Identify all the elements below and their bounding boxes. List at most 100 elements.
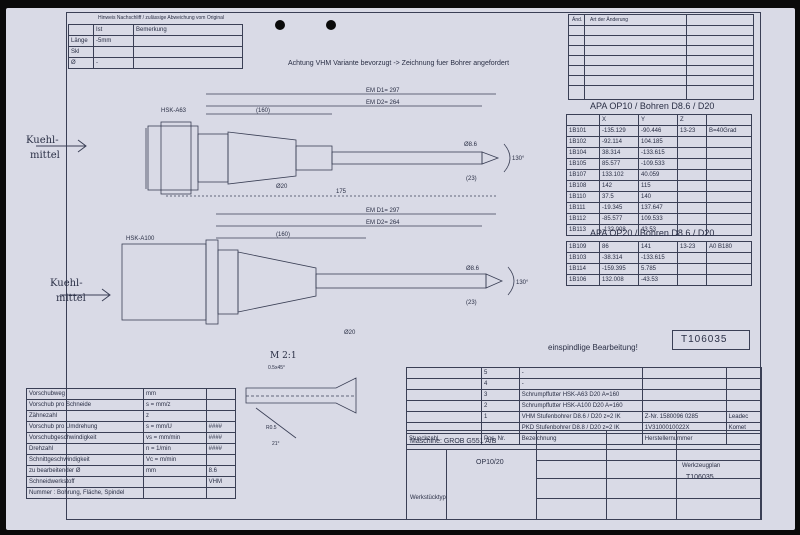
param-label: Nummer : Bohrung, Fläche, Spindel xyxy=(26,487,144,499)
op10-cell: -135.129 xyxy=(599,125,639,137)
op20-cell: 1B109 xyxy=(566,241,600,253)
row-label: Skl xyxy=(68,46,94,58)
em1-label: EM D1= 297 xyxy=(366,88,400,94)
title-block xyxy=(406,430,762,520)
row-label: Ø xyxy=(68,57,94,69)
machine-label: Maschine: GROB G551 A/B xyxy=(410,438,497,445)
op10-cell: -85.577 xyxy=(599,213,639,225)
op10-cell: 85.577 xyxy=(599,158,639,170)
op10-cell xyxy=(706,169,752,181)
param-value xyxy=(205,388,237,400)
parts-row: 4- xyxy=(406,378,763,390)
arrow-icon xyxy=(36,139,87,153)
op10-cell: 1B108 xyxy=(566,180,600,192)
op10-cell: 40.059 xyxy=(638,169,678,181)
op10-cell: -92.114 xyxy=(599,136,639,148)
op10-cell xyxy=(706,224,752,236)
num-cell xyxy=(641,389,727,401)
upper-tool-drawing: EM D1= 297 EM D2= 264 HSK-A63 (160) 175 … xyxy=(145,88,525,197)
col-x: X xyxy=(599,114,639,126)
param-label: Schneidwerkstoff xyxy=(26,476,144,488)
op10-cell: 104.185 xyxy=(638,136,678,148)
param-label: Vorschub pro Umdrehung xyxy=(26,421,144,433)
maker-cell: Leadec xyxy=(725,411,763,423)
op10-cell xyxy=(677,158,707,170)
pos-cell: 3 xyxy=(481,389,520,401)
op20-cell: 141 xyxy=(638,241,678,253)
em2-label: EM D2= 264 xyxy=(366,100,400,106)
bez-cell: - xyxy=(518,367,643,379)
werkzeugplan-label: Werkzeugplan xyxy=(682,463,721,469)
em2-label: EM D2= 264 xyxy=(366,220,400,226)
change-block xyxy=(568,14,754,100)
op10-cell: 133.102 xyxy=(599,169,639,181)
param-row: Nummer : Bohrung, Fläche, Spindel xyxy=(26,487,237,499)
param-unit: vs = mm/min xyxy=(143,432,207,444)
bez-cell: Schrumpffutter HSK-A63 D20 A=160 xyxy=(518,389,643,401)
op10-cell: 1B110 xyxy=(566,191,600,203)
param-value: #### xyxy=(205,432,237,444)
len23-label: (23) xyxy=(466,176,477,182)
op20-cell xyxy=(706,274,752,286)
param-value: VHM xyxy=(205,476,237,488)
op20-cell xyxy=(677,252,707,264)
parts-header-pos: Pos. Nr. xyxy=(481,433,520,445)
param-label: Drehzahl xyxy=(26,443,144,455)
op10-cell xyxy=(677,202,707,214)
change-col: Änd. xyxy=(572,17,583,23)
op10-cell xyxy=(706,136,752,148)
bez-cell: - xyxy=(518,378,643,390)
stueck-cell xyxy=(406,389,482,401)
num-cell xyxy=(641,400,727,412)
len160-label: (160) xyxy=(276,232,290,238)
num-cell xyxy=(641,378,727,390)
op20-cell: 86 xyxy=(599,241,639,253)
punch-hole xyxy=(275,20,285,30)
param-label: Vorschub pro Schneide xyxy=(26,399,144,411)
param-unit: mm xyxy=(143,465,207,477)
op10-title: APA OP10 / Bohren D8.6 / D20 xyxy=(590,101,715,111)
op10-cell: 38.314 xyxy=(599,147,639,159)
op10-cell: 142 xyxy=(599,180,639,192)
op20-cell: -38.314 xyxy=(599,252,639,264)
angle-label: 130° xyxy=(516,280,529,286)
stueck-cell xyxy=(406,367,482,379)
len160-label: (160) xyxy=(256,108,270,114)
op20-cell xyxy=(677,263,707,275)
op10-cell: 1B102 xyxy=(566,136,600,148)
pos-cell: 1 xyxy=(481,411,520,423)
parts-header-bez: Bezeichnung xyxy=(518,433,643,445)
dia20-label: Ø20 xyxy=(276,184,288,190)
param-label: Schnittgeschwindigkeit xyxy=(26,454,144,466)
op20-cell: 132.008 xyxy=(599,274,639,286)
pos-cell: 2 xyxy=(481,400,520,412)
num-cell: Z-Nr. 1580096 0285 xyxy=(641,411,727,423)
kuehl-label: mittel xyxy=(56,293,86,304)
pos-cell: 4 xyxy=(481,378,520,390)
len23-label: (23) xyxy=(466,300,477,306)
op10-cell: -90.446 xyxy=(638,125,678,137)
plan-number: T106035 xyxy=(686,474,714,481)
row-ist: -5mm xyxy=(93,35,134,47)
stueck-cell xyxy=(406,411,482,423)
bez-cell: VHM Stufenbohrer D8.6 / D20 z=2 IK xyxy=(518,411,643,423)
